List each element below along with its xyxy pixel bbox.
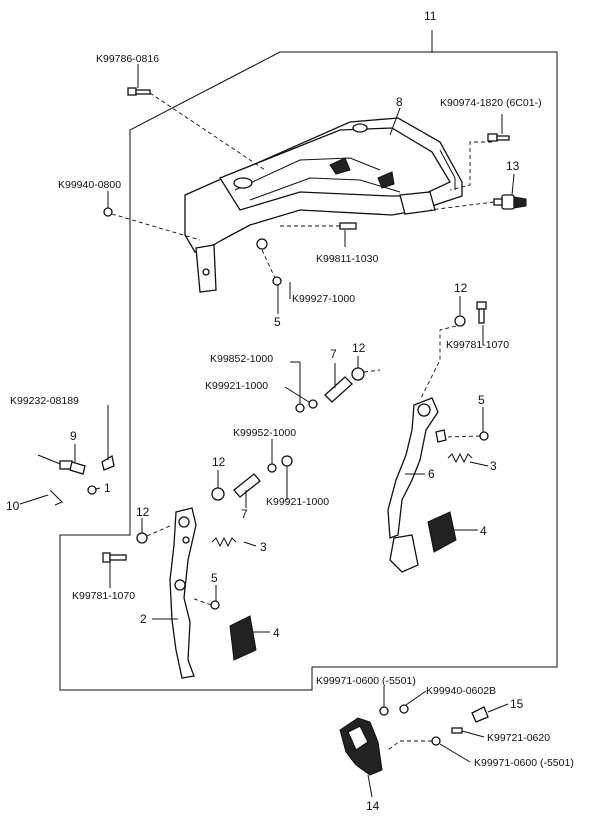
washer-5-top — [272, 276, 282, 286]
callout-12-left: 12 — [136, 505, 150, 519]
assembly-boundary-11 — [59, 51, 558, 691]
switch-13 — [493, 194, 527, 210]
callout-5-right: 5 — [478, 393, 485, 407]
callout-6: 6 — [428, 467, 435, 481]
callout-9: 9 — [70, 429, 77, 443]
pedal-pad-4-left — [229, 615, 257, 661]
callout-13: 13 — [506, 159, 520, 173]
part-number-k99232: K99232-08189 — [10, 395, 79, 407]
cable-9 — [37, 454, 86, 475]
callout-5-left: 5 — [211, 571, 218, 585]
washer-k99921-mid — [295, 403, 305, 413]
spring-3-right — [447, 452, 473, 464]
callout-12-leftmid: 12 — [212, 455, 226, 469]
part-number-k99921-left: K99921-1000 — [266, 496, 329, 508]
callout-14: 14 — [366, 799, 380, 813]
part-number-k99952: K99952-1000 — [233, 427, 296, 439]
nut-k99927 — [256, 238, 268, 250]
part-number-k99852: K99852-1000 — [210, 353, 273, 365]
part-number-k99927: K99927-1000 — [292, 293, 355, 305]
callout-7-left: 7 — [241, 507, 248, 521]
clip-k99232 — [101, 454, 115, 471]
callout-8: 8 — [396, 95, 403, 109]
washer-k99921-left — [281, 455, 293, 467]
callout-5-top: 5 — [274, 315, 281, 329]
callout-4-left: 4 — [273, 626, 280, 640]
washer-k99852 — [308, 399, 318, 409]
pin-10 — [49, 489, 63, 506]
part-number-k99721: K99721-0620 — [487, 732, 550, 744]
part-number-k99971-top: K99971-0600 (-5501) — [316, 675, 416, 687]
part-number-k99940-b: K99940-0602B — [426, 685, 496, 697]
nut-k99940-b — [399, 704, 409, 714]
nut-k99971-top — [379, 706, 389, 716]
part-number-k90974: K90974-1820 (6C01-) — [440, 97, 542, 109]
bushing-7-mid — [324, 376, 353, 403]
callout-3-left: 3 — [260, 540, 267, 554]
bushing-7-left — [233, 473, 261, 498]
callout-10: 10 — [6, 499, 20, 513]
callout-7-mid: 7 — [330, 347, 337, 361]
bolt-k99721 — [451, 727, 463, 734]
switch-bracket-14 — [339, 717, 383, 776]
nut-12-mid — [351, 367, 365, 381]
bolt-k99781-left — [102, 552, 127, 563]
nut-12-left — [136, 532, 148, 544]
part-number-k99971-bottom: K99971-0600 (-5501) — [474, 757, 574, 769]
washer-5-left — [210, 600, 220, 610]
spring-3-left — [211, 536, 237, 548]
callout-4-right: 4 — [480, 524, 487, 538]
pedal-bracket-8 — [184, 117, 463, 293]
callout-2: 2 — [140, 612, 147, 626]
bolt-k99781-right — [476, 301, 487, 324]
washer-k99952-left — [267, 463, 277, 473]
nut-12-right — [454, 315, 466, 327]
pedal-pad-4-right — [427, 511, 457, 553]
nut-k99940 — [103, 207, 113, 217]
callout-3-right: 3 — [490, 459, 497, 473]
part-number-k99921-mid: K99921-1000 — [205, 380, 268, 392]
part-number-k99781-left: K99781-1070 — [72, 590, 135, 602]
callout-15: 15 — [510, 697, 524, 711]
leader-lines — [19, 64, 515, 798]
pedal-lever-2 — [169, 507, 197, 679]
callout-11: 11 — [424, 9, 437, 23]
stud-k99811 — [339, 222, 357, 230]
part-number-k99786: K99786-0816 — [96, 53, 159, 65]
washer-5-right — [479, 431, 489, 441]
part-number-k99781-right: K99781-1070 — [446, 339, 509, 351]
callout-12-mid: 12 — [352, 341, 366, 355]
nut-1 — [87, 485, 97, 495]
pedal-lever-6 — [387, 397, 447, 573]
part-number-k99811: K99811-1030 — [316, 253, 378, 265]
nut-k99971-bottom — [431, 736, 441, 746]
bolt-k99786 — [127, 87, 151, 96]
callout-1: 1 — [104, 481, 111, 495]
callout-12-right: 12 — [454, 281, 468, 295]
part-number-k99940: K99940-0800 — [58, 179, 121, 191]
stopper-15 — [471, 706, 489, 723]
nut-12-leftmid — [211, 487, 225, 501]
bolt-k90974 — [487, 133, 510, 142]
